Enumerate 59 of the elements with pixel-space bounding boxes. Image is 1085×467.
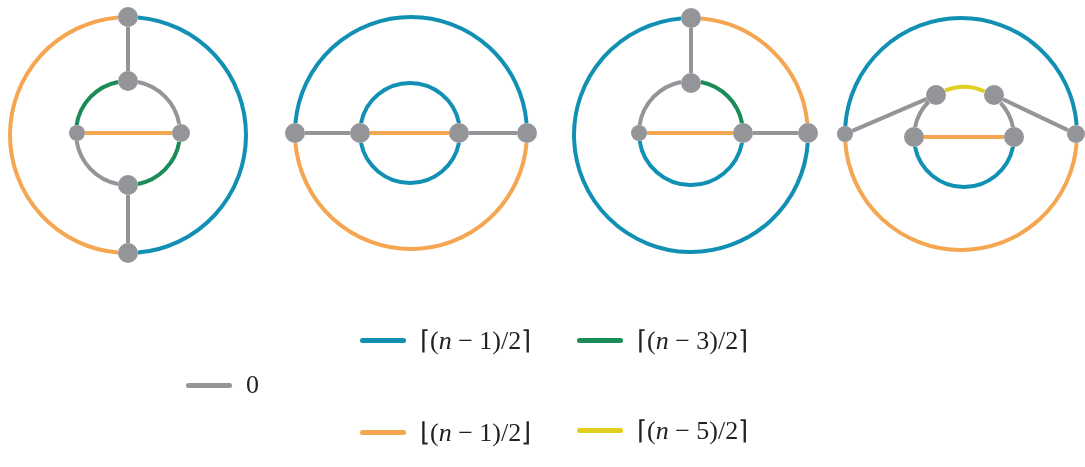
graph-edge: [851, 97, 928, 133]
vertex-dot: [118, 243, 138, 263]
graph-edge: [700, 16, 810, 124]
vertex-dot: [118, 175, 138, 195]
vertex-dot: [350, 123, 370, 143]
graph-edge: [74, 80, 119, 126]
vertex-dot: [681, 73, 701, 93]
graph-edge: [359, 142, 461, 185]
graph-edge: [689, 28, 693, 73]
graph-edge: [137, 15, 248, 255]
graph-edge: [637, 140, 744, 187]
vertex-dot: [631, 125, 647, 141]
graph-edge: [293, 15, 529, 124]
vertex-dot: [904, 127, 924, 147]
vertex-dot: [837, 126, 853, 142]
vertex-dot: [517, 123, 537, 143]
graph-edge: [647, 131, 733, 135]
legend-label: ⌊(n − 1)/2⌋: [420, 416, 532, 448]
graph-edge: [74, 140, 119, 186]
legend-label: ⌈(n − 1)/2⌉: [420, 324, 532, 356]
vertex-dot: [449, 123, 469, 143]
vertex-dot: [798, 123, 818, 143]
legend-label: ⌈(n − 5)/2⌉: [637, 414, 749, 446]
vertex-dot: [984, 85, 1004, 105]
legend-label: ⌈(n − 3)/2⌉: [637, 324, 749, 356]
vertex-dot: [285, 123, 305, 143]
graph-edge: [753, 131, 798, 135]
vertex-dot: [118, 7, 138, 27]
graph-edge: [126, 195, 130, 243]
graph-edge: [913, 146, 1015, 189]
graph-edge: [359, 81, 461, 124]
graph-edge: [843, 16, 1079, 127]
vertex-dot: [1067, 125, 1085, 143]
graph-edge: [370, 131, 449, 135]
graph-edge: [126, 27, 130, 71]
graph-edge: [913, 100, 931, 128]
graph-edge: [843, 141, 1079, 252]
graph-edge: [137, 80, 182, 125]
legend-label: 0: [246, 370, 259, 400]
graph-edge: [1002, 97, 1069, 132]
vertex-dot: [1004, 127, 1024, 147]
vertex-dot: [118, 71, 138, 91]
graph-edge: [8, 15, 119, 255]
graph-edge: [469, 131, 517, 135]
graph-edge: [305, 131, 350, 135]
graph-edge: [637, 80, 682, 126]
graph-edge: [293, 142, 529, 251]
vertex-dot: [69, 125, 85, 141]
graph-edge: [137, 141, 182, 186]
graph-edge: [999, 101, 1015, 128]
graph-edge: [944, 85, 986, 94]
vertex-dot: [172, 124, 190, 142]
graph-edge: [85, 131, 172, 135]
graph-edge: [572, 16, 810, 254]
graph-edge: [700, 80, 744, 124]
vertex-dot: [681, 8, 701, 28]
vertex-dot: [733, 123, 753, 143]
vertex-dot: [926, 85, 946, 105]
graph-edge: [924, 135, 1004, 139]
